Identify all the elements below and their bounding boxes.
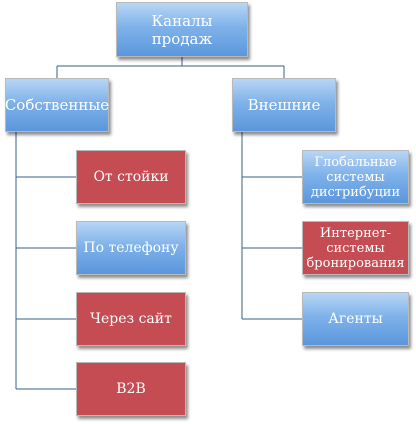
- external-child-label: Глобальные системы дистрибуции: [310, 154, 401, 200]
- node-ext-agents: Агенты: [302, 292, 409, 346]
- external-child-label: Интернет- системы бронирования: [306, 225, 405, 271]
- node-own-b2b: B2B: [76, 362, 186, 416]
- node-own-counter: От стойки: [76, 150, 186, 204]
- own-child-label: От стойки: [93, 169, 169, 185]
- own-node-label: Собственные: [4, 96, 110, 114]
- external-child-label: Агенты: [328, 311, 383, 327]
- root-node-label: Каналы продаж: [151, 11, 213, 48]
- node-own-channels: Собственные: [5, 78, 109, 132]
- node-own-website: Через сайт: [76, 292, 186, 346]
- node-external-channels: Внешние: [232, 78, 336, 132]
- own-child-label: B2B: [116, 381, 146, 397]
- root-node-sales-channels: Каналы продаж: [116, 2, 248, 57]
- own-child-label: По телефону: [83, 240, 179, 256]
- external-node-label: Внешние: [247, 96, 321, 114]
- node-ext-gds: Глобальные системы дистрибуции: [302, 150, 409, 204]
- node-own-phone: По телефону: [76, 221, 186, 275]
- node-ext-booking-systems: Интернет- системы бронирования: [302, 221, 409, 275]
- own-child-label: Через сайт: [90, 311, 172, 327]
